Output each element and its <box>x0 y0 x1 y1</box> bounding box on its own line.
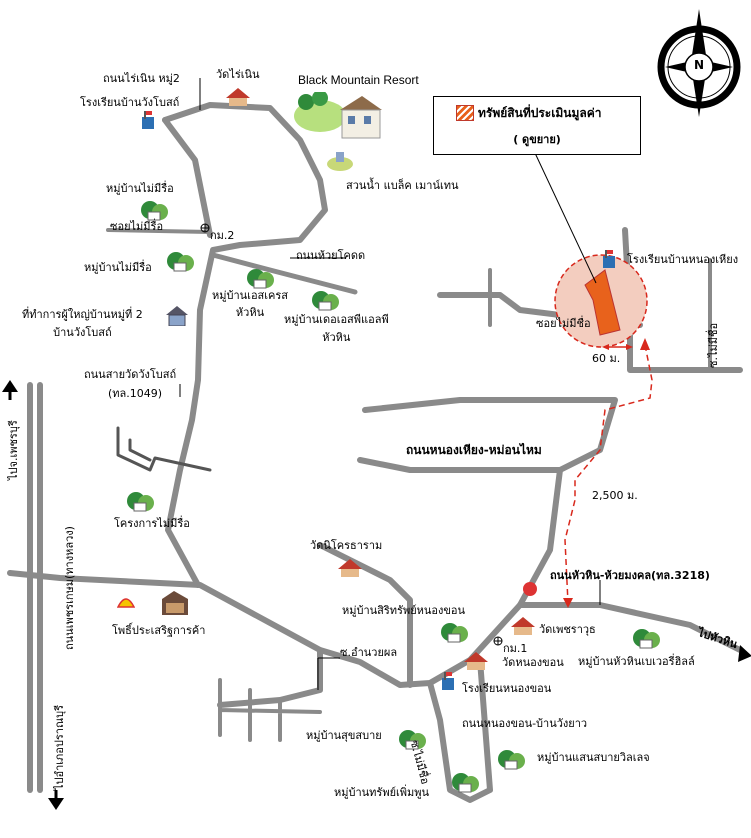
village-icon-saen-sabai <box>497 749 525 775</box>
label-s-kras-line1: หมู่บ้านเอสเครส <box>212 289 289 302</box>
label-office-line2: บ้านวังโบสถ์ <box>53 325 112 339</box>
temple-icon-rai-noen <box>226 88 250 110</box>
label-wat-phetcharawut: วัดเพชราวุธ <box>539 623 596 636</box>
compass-north-label: N <box>694 58 705 72</box>
road-wang-pong-main <box>162 102 328 588</box>
label-school-nong-khon: โรงเรียนหนองขอน <box>462 682 552 695</box>
road-huai-khot <box>210 252 358 295</box>
label-mu-ban-sap-phoem: หมู่บ้านทรัพย์เพิ่มพูน <box>334 786 430 799</box>
label-office: ที่ทำการผู้ใหญ่บ้านหมู่ที่ 2 บ้านวังโบสถ… <box>22 308 143 339</box>
house-icon-office <box>166 306 188 330</box>
village-icon-2 <box>166 251 194 277</box>
village-icon-4 <box>311 290 339 316</box>
label-school-wang-pong: โรงเรียนบ้านวังโบสถ์ <box>80 96 180 109</box>
label-dist-2500: 2,500 ม. <box>592 489 638 502</box>
label-school-nong-hiang: โรงเรียนบ้านหนองเหียง <box>627 253 739 266</box>
property-zone <box>554 254 648 348</box>
village-icon-beverly <box>632 628 660 654</box>
road-stub-left2 <box>128 438 152 462</box>
label-mu-ban-saen-sabai: หมู่บ้านแสนสบายวิลเลจ <box>537 751 650 764</box>
legend-title: ทรัพย์สินที่ประเมินมูลค่า <box>478 106 602 120</box>
village-icon-sirisap <box>440 622 468 648</box>
road-stub-left <box>116 426 212 472</box>
village-icon-project <box>126 491 154 517</box>
legend-subtitle: ( ดูขยาย) <box>513 133 561 146</box>
temple-icon-nikhot <box>338 559 362 581</box>
label-to-phetchaburi: ไปจ.เพชรบุรี <box>7 420 20 480</box>
label-petrol-station: โพธิ์ประเสริฐการค้า <box>112 624 206 637</box>
road-amnuai-phon <box>217 647 323 708</box>
label-road-hua-hin: ถนนหัวหิน-ห้วยมงคล(ทล.3218) <box>550 569 710 582</box>
village-icon-suk-sabai <box>398 729 426 755</box>
label-soi-amnuai: ซ.อำนวยผล <box>340 646 398 659</box>
label-road-nong-khon: ถนนหนองขอน-บ้านวังยาว <box>462 717 588 730</box>
label-mu-ban-mai-mi-rue: หมู่บ้านไม่มีรื่อ <box>106 182 174 195</box>
village-icon-sap-phoem <box>451 772 479 798</box>
road-suk-sabai <box>218 678 322 742</box>
school-icon-nong-khon <box>440 672 456 694</box>
label-wat-nikhot: วัดนิโครธาราม <box>310 539 383 552</box>
road-wat-nikhot <box>317 542 413 688</box>
shop-icon-petrol <box>158 591 190 621</box>
label-road-phetkasem: ถนนเพชรเกษม(ทางหลวง) <box>63 526 76 650</box>
label-mu-ban-s-kras: หมู่บ้านเอสเครส หัวหิน <box>212 289 289 319</box>
arrow-down-pranburi <box>48 798 64 810</box>
road-soi-mai-mi-rue <box>106 228 212 234</box>
label-office-line1: ที่ทำการผู้ใหญ่บ้านหมู่ที่ 2 <box>22 308 143 321</box>
temple-icon-phetcharawut <box>511 617 535 639</box>
label-mu-ban-d-s-p: หมู่บ้านเดอเอสพีแอลพี หัวหิน <box>284 313 389 344</box>
village-icon-1 <box>140 200 168 226</box>
label-d-s-p-line1: หมู่บ้านเดอเอสพีแอลพี <box>284 313 389 326</box>
resort-icon-black-mountain <box>292 90 384 144</box>
road-nong-hiang-lower <box>357 457 563 473</box>
label-road-code-1049: (ทล.1049) <box>108 387 163 400</box>
label-mu-ban-suk-sabai: หมู่บ้านสุขสบาย <box>306 729 382 742</box>
label-km1: กม.1 <box>503 642 528 655</box>
label-s-kras-line2: หัวหิน <box>235 305 265 319</box>
label-mu-ban-hua-hin-river: หมู่บ้านหัวหินเบเวอรี่ฮิลล์ <box>578 655 695 668</box>
shell-icon <box>116 595 136 615</box>
label-non-rai-noen: ถนนไร่เนิน หมู่2 <box>103 72 180 85</box>
village-icon-3 <box>246 268 274 294</box>
label-wat-rai-noen: วัดไร่เนิน <box>216 68 260 81</box>
label-km2: กม.2 <box>210 229 235 242</box>
label-non-huai-khot: ถนนห้วยโคดด <box>296 249 366 262</box>
school-icon-nong-hiang <box>601 250 617 272</box>
label-d-s-p-line2: หัวหิน <box>322 330 351 344</box>
arrow-up-phetchaburi <box>2 380 18 392</box>
label-to-pranburi: ไปอำเภอปราณบุรี <box>53 704 66 790</box>
label-road-side-vertical: ซ.ไม่มีชื่อ <box>707 322 720 368</box>
logo-icon-hua-hin-road <box>522 581 538 601</box>
road-hua-hin-huai-mongkhon <box>7 570 743 688</box>
waterpark-icon <box>326 150 354 176</box>
label-black-mountain: Black Mountain Resort <box>298 73 419 87</box>
legend-swatch <box>456 105 474 121</box>
temple-icon-nong-khon <box>464 652 488 674</box>
label-project-mai-mi-rue: โครงการไม่มีรื่อ <box>114 517 190 530</box>
legend-leader <box>534 152 597 284</box>
label-soi-mai-mi-rue: ซอยไม่มีรื่อ <box>110 220 164 233</box>
legend-box: ทรัพย์สินที่ประเมินมูลค่า ( ดูขยาย) <box>433 96 641 155</box>
road-nong-hiang-mon-mai <box>362 397 618 608</box>
label-road-wat-wang-pong: ถนนสายวัดวังโบสถ์ <box>84 368 177 381</box>
school-icon-wang-pong <box>140 111 156 133</box>
road-rai-noen <box>162 117 213 238</box>
compass-rose <box>657 9 741 117</box>
label-mu-ban-sirisap: หมู่บ้านสิริทรัพย์หนองขอน <box>342 604 466 617</box>
label-mu-ban-mai-mi-rue-2: หมู่บ้านไม่มีรื่อ <box>84 261 152 274</box>
to-hua-hin-arrow <box>738 645 751 662</box>
label-soi-nong-hiang: ซอยไม่มีชื่อ <box>536 317 591 330</box>
road-nong-khon-wang-yao <box>427 657 493 803</box>
label-non-nong-hiang: ถนนหนองเหียง-หม่อนไหม <box>406 443 542 457</box>
label-dist-60: 60 ม. <box>592 352 621 365</box>
route-2500m <box>564 344 653 604</box>
label-wat-nong-khon: วัดหนองขอน <box>502 656 564 669</box>
label-water-park: สวนน้ำ แบล็ค เมาน์เทน <box>346 179 459 192</box>
